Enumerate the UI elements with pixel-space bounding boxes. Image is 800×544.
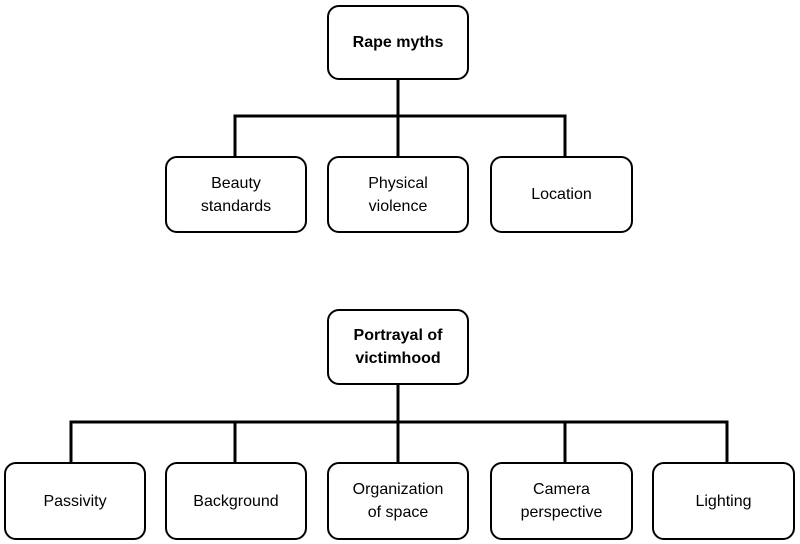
node-label-line: Physical xyxy=(368,174,428,192)
node-label-line: Beauty xyxy=(211,174,261,192)
node-label-line: perspective xyxy=(520,504,603,521)
node-label-line: Organization xyxy=(352,481,444,498)
node-label: Lighting xyxy=(695,492,752,510)
node-label-line: Portrayal of xyxy=(353,327,443,344)
node-label: Location xyxy=(531,186,592,203)
node-label-line: Camera xyxy=(533,481,590,498)
node-organization-of-space: Organization of space xyxy=(327,462,469,540)
node-location: Location xyxy=(490,156,633,233)
node-camera-perspective: Camera perspective xyxy=(490,462,633,540)
root-node-rape-myths: Rape myths xyxy=(327,5,469,80)
node-lighting: Lighting xyxy=(652,462,795,540)
root-node-portrayal-of-victimhood: Portrayal of victimhood xyxy=(327,309,469,385)
node-background: Background xyxy=(165,462,307,540)
node-label: Background xyxy=(193,492,279,510)
node-label-line: victimhood xyxy=(355,350,441,367)
node-beauty-standards: Beauty standards xyxy=(165,156,307,233)
node-label-line: standards xyxy=(200,197,272,215)
node-physical-violence: Physical violence xyxy=(327,156,469,233)
node-label: Rape myths xyxy=(352,34,444,51)
node-passivity: Passivity xyxy=(4,462,146,540)
node-label: Passivity xyxy=(43,492,107,510)
node-label-line: of space xyxy=(367,504,429,521)
node-label-line: violence xyxy=(368,197,428,215)
